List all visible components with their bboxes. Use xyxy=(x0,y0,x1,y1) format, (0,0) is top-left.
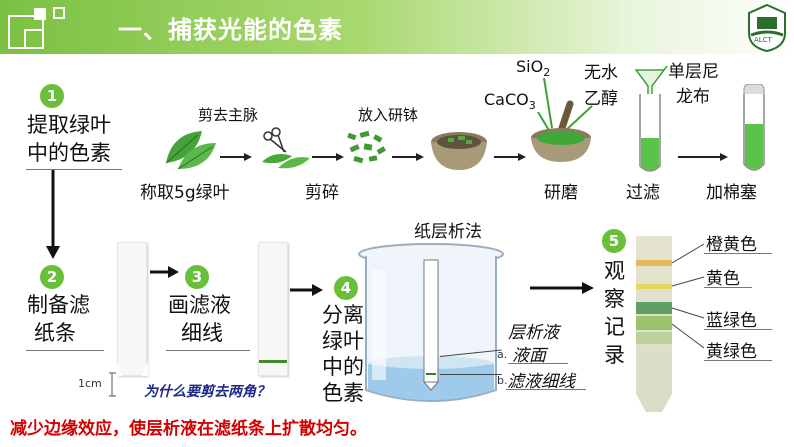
school-logo-icon xyxy=(745,3,789,53)
arrow-4 xyxy=(494,147,526,166)
logo-text: ALCT xyxy=(754,36,772,44)
label-b: b. xyxy=(497,374,508,387)
surface-label: 液面 xyxy=(512,346,546,366)
arrow-1 xyxy=(220,147,252,166)
beaker-image xyxy=(356,240,506,414)
solvent-label: 层析液 xyxy=(508,323,559,343)
step-5-badge: 5 xyxy=(602,229,626,253)
result-underline-3 xyxy=(704,329,772,330)
filter-label: 过滤 xyxy=(626,183,660,203)
line-pointer xyxy=(440,374,502,375)
strip-pencil-line xyxy=(259,360,287,363)
bottom-note: 减少边缘效应，使层析液在滤纸条上扩散均匀。 xyxy=(10,419,367,439)
surface-underline xyxy=(508,363,568,364)
cm-label: 1cm xyxy=(78,377,102,390)
header-corner-icon xyxy=(8,6,68,50)
step-3-underline xyxy=(166,350,250,351)
sio2-subscript: 2 xyxy=(543,66,551,80)
leaves-image xyxy=(162,125,218,175)
grind-label: 研磨 xyxy=(544,183,578,203)
header-band xyxy=(0,0,794,54)
ethanol-label-2: 乙醇 xyxy=(584,89,618,109)
step-5-line4: 录 xyxy=(604,343,625,367)
cut-vein-label: 剪去主脉 xyxy=(198,106,259,124)
mortar-image xyxy=(428,128,490,176)
step-5-line2: 察 xyxy=(604,287,625,311)
down-arrow xyxy=(44,170,64,264)
result-yellow-green: 黄绿色 xyxy=(706,342,757,362)
step-4-line4: 色素 xyxy=(322,381,364,405)
sio2-text: SiO xyxy=(516,57,544,76)
step-5-line3: 记 xyxy=(604,315,625,339)
step-1-line2: 中的色素 xyxy=(27,141,111,165)
arrow-3 xyxy=(392,147,424,166)
caco3-text: CaCO xyxy=(484,90,529,109)
step-4-line2: 绿叶 xyxy=(322,329,364,353)
filter-strip-line xyxy=(258,242,288,376)
strip-cut-corners xyxy=(116,362,148,382)
step-5-line1: 观 xyxy=(604,259,625,283)
step-3-badge: 3 xyxy=(185,265,209,289)
arrow-2 xyxy=(312,147,344,166)
caco3-subscript: 3 xyxy=(528,99,536,113)
weigh-label: 称取5g绿叶 xyxy=(140,183,230,203)
step-1-badge: 1 xyxy=(40,84,64,108)
step-2-line2: 纸条 xyxy=(34,321,76,345)
step-2-badge: 2 xyxy=(40,265,64,289)
step-4-line3: 中的 xyxy=(322,355,364,379)
result-underline-1 xyxy=(704,253,772,254)
page-title: 一、捕获光能的色素 xyxy=(118,16,343,44)
filter-line-label: 滤液细线 xyxy=(507,372,575,392)
filter-strip-cut xyxy=(117,242,147,376)
put-mortar-label: 放入研钵 xyxy=(358,106,419,124)
grinding-mortar-image xyxy=(528,100,594,170)
step-1-underline xyxy=(26,169,122,170)
question-text: 为什么要剪去两角？ xyxy=(144,384,270,400)
step-2-underline xyxy=(26,350,104,351)
step-4-badge: 4 xyxy=(334,276,358,300)
sio2-label: SiO2 xyxy=(516,57,550,79)
cotton-label: 加棉塞 xyxy=(706,183,757,203)
funnel-test-tube-image xyxy=(630,61,671,180)
result-yellow: 黄色 xyxy=(706,269,740,289)
step-4-line1: 分离 xyxy=(322,303,364,327)
nylon-label-2: 龙布 xyxy=(676,87,710,107)
cotton-test-tube-image xyxy=(736,83,772,180)
scissors-leaves-image xyxy=(254,126,312,174)
label-a: a. xyxy=(497,348,508,361)
cm-bracket xyxy=(107,372,117,402)
result-orange-yellow: 橙黄色 xyxy=(706,235,757,255)
chopped-leaves-image xyxy=(344,128,390,172)
arrow-to-5 xyxy=(530,280,596,299)
arrow-strip-to-4 xyxy=(290,282,324,301)
caco3-label: CaCO3 xyxy=(484,90,536,112)
filter-line-underline xyxy=(506,389,586,390)
result-underline-2 xyxy=(704,287,752,288)
result-pointer-lines xyxy=(666,236,706,360)
step-3-line2: 细线 xyxy=(181,321,223,345)
nylon-label-1: 单层尼 xyxy=(668,62,719,82)
result-blue-green: 蓝绿色 xyxy=(706,311,757,331)
chromatogram-strip xyxy=(636,236,672,418)
step-3-line1: 画滤液 xyxy=(168,293,231,317)
arrow-strip-to-3 xyxy=(150,264,180,283)
method-label: 纸层析法 xyxy=(414,222,482,242)
step-2-line1: 制备滤 xyxy=(27,293,90,317)
arrow-5 xyxy=(678,147,730,166)
label-pointer-lines xyxy=(520,76,600,150)
result-underline-4 xyxy=(704,360,772,361)
chop-label: 剪碎 xyxy=(305,183,339,203)
step-1-line1: 提取绿叶 xyxy=(27,113,111,137)
ethanol-label-1: 无水 xyxy=(584,63,618,83)
